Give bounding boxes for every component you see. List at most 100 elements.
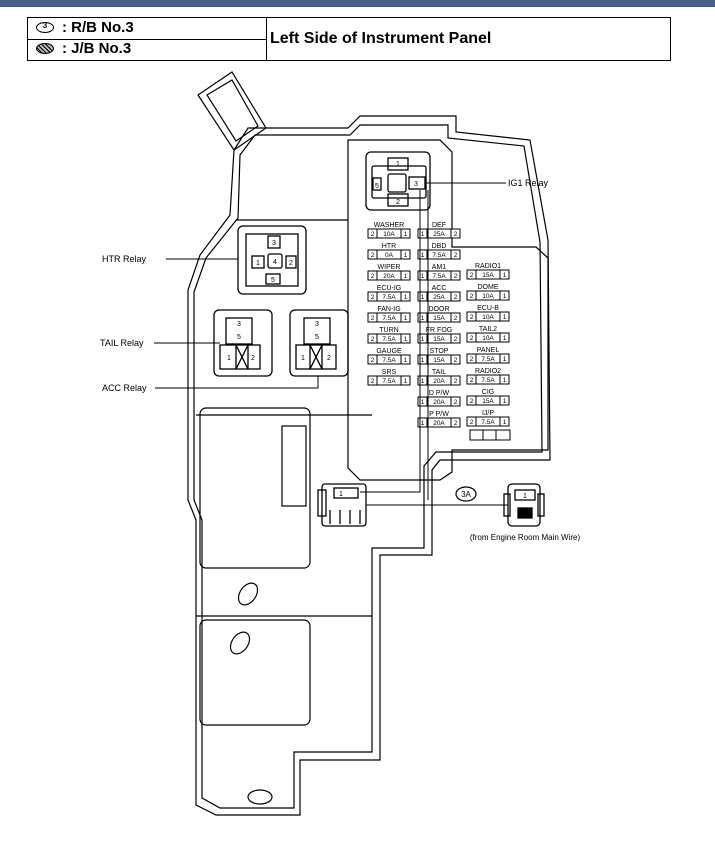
fuse-terminal-left: 2 [470,398,474,405]
acc-relay-label: ACC Relay [102,383,147,393]
fuse-terminal-left: 1 [421,315,425,322]
fuse-amperage: 7.5A [382,294,396,301]
fuse-terminal-right: 1 [503,272,507,279]
svg-text:2: 2 [289,260,293,267]
fuse-amperage: 15A [433,315,445,322]
fuse-terminal-right: 1 [503,293,507,300]
fuse-amperage: 25A [433,231,445,238]
fuse-amperage: 7.5A [382,378,396,385]
fuse-name: FR FOG [426,327,452,334]
fuse-terminal-right: 1 [404,252,408,259]
connector-code: 3A [461,490,471,499]
fuse-amperage: 7.5A [382,357,396,364]
fuse-terminal-left: 1 [421,252,425,259]
fuse-terminal-left: 2 [371,315,375,322]
fuse-box [466,311,510,322]
fuse-terminal-left: 2 [371,336,375,343]
fuse-name: GAUGE [376,348,402,355]
rb-symbol-icon: 3 [36,21,54,33]
fuse-box [417,396,461,407]
fuse-terminal-left: 2 [470,293,474,300]
fuse-box [466,332,510,343]
fuse-terminal-right: 1 [404,336,408,343]
fuse-terminal-left: 1 [421,378,425,385]
fuse-amperage: 25A [433,294,445,301]
fuse-name: ACC [432,285,447,292]
fuse-terminal-left: 1 [421,357,425,364]
fuse-box [417,270,461,281]
fuse-amperage: 0A [385,252,394,259]
htr-relay [237,225,307,295]
svg-text:5: 5 [315,334,319,341]
diagram-title: Left Side of Instrument Panel [270,30,492,47]
tail-relay-label: TAIL Relay [100,338,144,348]
engine-room-connector [503,483,545,527]
fuse-amperage: 10A [482,314,494,321]
svg-text:1: 1 [227,355,231,362]
fuse-box [367,291,411,302]
fuse-name: STOP [430,348,449,355]
fuse-amperage: 20A [433,399,445,406]
jb-symbol-icon [36,43,54,54]
fuse-terminal-left: 2 [371,231,375,238]
fuse-name: DOME [478,284,499,291]
rb-symbol-number: 3 [42,21,48,30]
fuse-box [417,417,461,428]
fuse-amperage: 20A [383,273,395,280]
fuse-name: DEF [432,222,446,229]
htr-relay-label: HTR Relay [102,254,147,264]
fuse-box [417,354,461,365]
fuse-box [417,375,461,386]
mounting-bracket [197,71,267,151]
fuse-name: TURN [379,327,398,334]
fuse-terminal-right: 1 [503,377,507,384]
fuse-box [367,354,411,365]
fuse-name: WIPER [378,264,401,271]
fuse-box [466,395,510,406]
fuse-amperage: 7.5A [481,419,495,426]
svg-text:3: 3 [315,321,319,328]
fuse-box [417,312,461,323]
connector-note: (from Engine Room Main Wire) [470,533,581,542]
fuse-terminal-right: 1 [404,378,408,385]
fuse-name: RADIO2 [475,368,501,375]
engine-connector-pin: 1 [523,493,527,500]
fuse-terminal-left: 1 [421,399,425,406]
fuse-amperage: 15A [482,398,494,405]
svg-text:1: 1 [256,260,260,267]
svg-text:4: 4 [273,259,277,266]
fuse-terminal-left: 2 [470,356,474,363]
fuse-box [417,249,461,260]
fuse-amperage: 7.5A [481,356,495,363]
fuse-amperage: 7.5A [382,336,396,343]
fuse-box [367,249,411,260]
fuse-terminal-left: 2 [470,272,474,279]
fuse-box [367,312,411,323]
fuse-terminal-right: 2 [454,336,458,343]
fuse-terminal-left: 2 [371,294,375,301]
svg-text:2: 2 [327,355,331,362]
tail-relay [213,309,273,377]
box-connector [317,483,367,527]
fuse-name: D P/W [429,390,450,397]
legend-rb-label: : R/B No.3 [62,19,134,36]
fuse-box [417,333,461,344]
fuse-terminal-right: 1 [503,356,507,363]
top-bar [0,0,715,7]
fuse-terminal-left: 2 [470,419,474,426]
fuse-terminal-left: 1 [421,231,425,238]
